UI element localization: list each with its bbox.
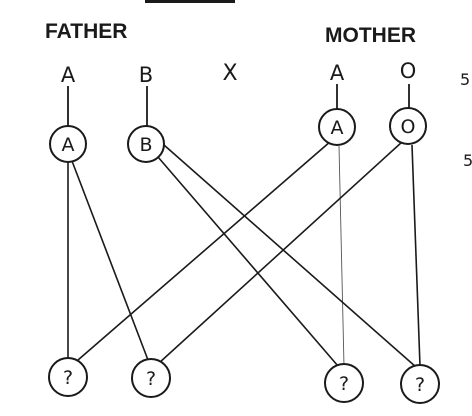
gamete-father-b-label: B xyxy=(139,134,152,156)
offspring-3-label: ? xyxy=(339,373,349,395)
mother-label-a: A xyxy=(330,61,345,85)
offspring-1-label: ? xyxy=(63,367,73,389)
father-heading: FATHER xyxy=(45,20,127,43)
mother-heading: MOTHER xyxy=(325,24,416,47)
cropped-text-fragment xyxy=(145,0,235,3)
link-mother-a-to-offspring-3 xyxy=(338,145,345,367)
offspring-1: ? xyxy=(48,357,88,397)
offspring-2: ? xyxy=(131,358,171,398)
link-father-b-to-offspring-4 xyxy=(163,144,417,368)
father-label-b: B xyxy=(139,63,153,87)
gamete-father-b: B xyxy=(127,125,165,163)
gamete-mother-o-label: O xyxy=(401,116,416,138)
offspring-3: ? xyxy=(324,363,364,403)
gamete-mother-a-label: A xyxy=(331,117,344,139)
offspring-4-label: ? xyxy=(415,374,425,396)
cross-symbol: X xyxy=(222,61,237,86)
link-father-b-to-offspring-3 xyxy=(157,156,339,367)
mother-label-o: O xyxy=(400,59,417,83)
link-father-a-to-offspring-2 xyxy=(71,160,149,361)
link-mother-o-to-offspring-4 xyxy=(411,144,421,367)
margin-mark-1: 5 xyxy=(460,70,470,89)
gamete-mother-o: O xyxy=(389,107,427,145)
margin-mark-2: 5 xyxy=(463,151,472,170)
offspring-4: ? xyxy=(400,364,440,404)
offspring-2-label: ? xyxy=(146,368,156,390)
father-label-a: A xyxy=(61,63,76,87)
link-mother-o-to-offspring-2 xyxy=(158,141,403,364)
gamete-mother-a: A xyxy=(318,108,356,146)
link-mother-a-to-offspring-1 xyxy=(77,140,332,361)
gamete-father-a: A xyxy=(49,125,87,163)
gamete-father-a-label: A xyxy=(62,134,75,156)
